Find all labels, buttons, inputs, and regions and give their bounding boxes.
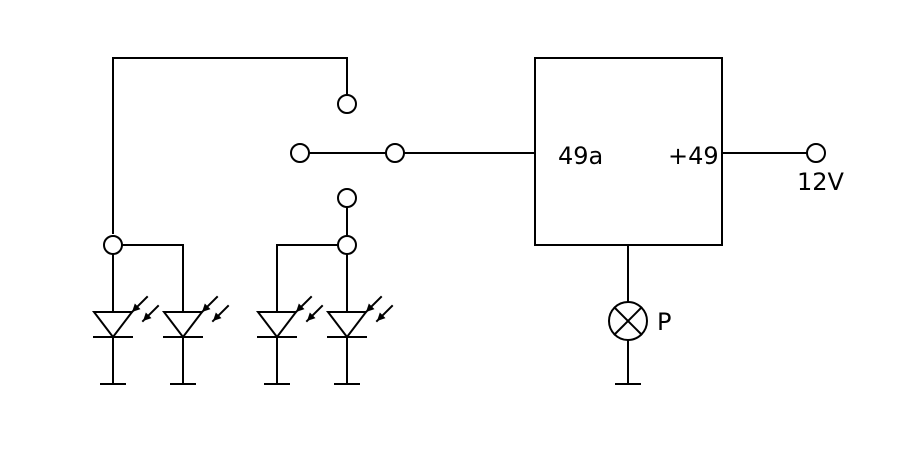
led-3 xyxy=(255,295,324,385)
supply-label: 12V xyxy=(797,168,845,196)
lamp-label: P xyxy=(657,308,671,336)
relay-output-label: +49 xyxy=(668,142,719,170)
led-2 xyxy=(161,295,230,385)
switch-pivot-contact xyxy=(290,143,310,163)
supply-terminal xyxy=(806,143,826,163)
led-1 xyxy=(91,295,160,385)
relay-input-label: 49a xyxy=(558,142,603,170)
led-array xyxy=(91,295,394,385)
changeover-switch xyxy=(290,94,405,208)
switch-common-contact xyxy=(385,143,405,163)
right-junction xyxy=(337,235,357,255)
left-junction xyxy=(103,235,123,255)
led-4 xyxy=(325,295,394,385)
switch-lower-contact xyxy=(337,188,357,208)
upper-feed-wire xyxy=(112,57,348,234)
left-led-group xyxy=(103,235,184,313)
switch-upper-contact xyxy=(337,94,357,114)
pilot-lamp xyxy=(608,244,648,385)
right-led-group xyxy=(276,206,357,313)
